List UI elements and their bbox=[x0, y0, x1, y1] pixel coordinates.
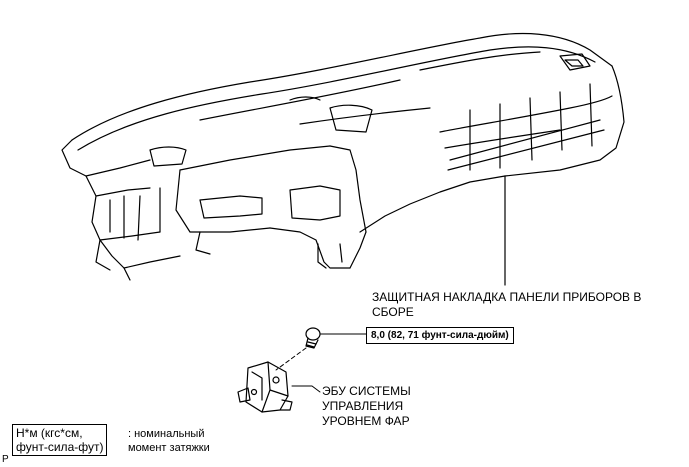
legend-unit-line1: Н*м (кгс*см, bbox=[16, 426, 83, 440]
instrument-panel-drawing bbox=[61, 32, 625, 281]
headlamp-leveling-ecu-drawing bbox=[237, 361, 293, 413]
ecu-label-line2: УПРАВЛЕНИЯ bbox=[322, 399, 404, 413]
torque-spec-box: 8,0 (82, 71 фунт-сила-дюйм) bbox=[366, 327, 514, 344]
legend-desc-line2: момент затяжки bbox=[128, 442, 210, 454]
ecu-label-line1: ЭБУ СИСТЕМЫ bbox=[322, 384, 411, 398]
panel-label-line2: СБОРЕ bbox=[372, 305, 414, 319]
legend-unit-line2: фунт-сила-фут) bbox=[16, 440, 104, 454]
figure-code: P bbox=[2, 454, 9, 465]
torque-unit-legend-box: Н*м (кгс*см, фунт-сила-фут) bbox=[12, 424, 108, 456]
ecu-label-line3: УРОВНЕМ ФАР bbox=[322, 414, 410, 428]
panel-label-line1: ЗАЩИТНАЯ НАКЛАДКА ПАНЕЛИ ПРИБОРОВ В bbox=[372, 290, 642, 304]
bolt-drawing bbox=[305, 327, 321, 349]
legend-desc-line1: : номинальный bbox=[128, 428, 205, 440]
